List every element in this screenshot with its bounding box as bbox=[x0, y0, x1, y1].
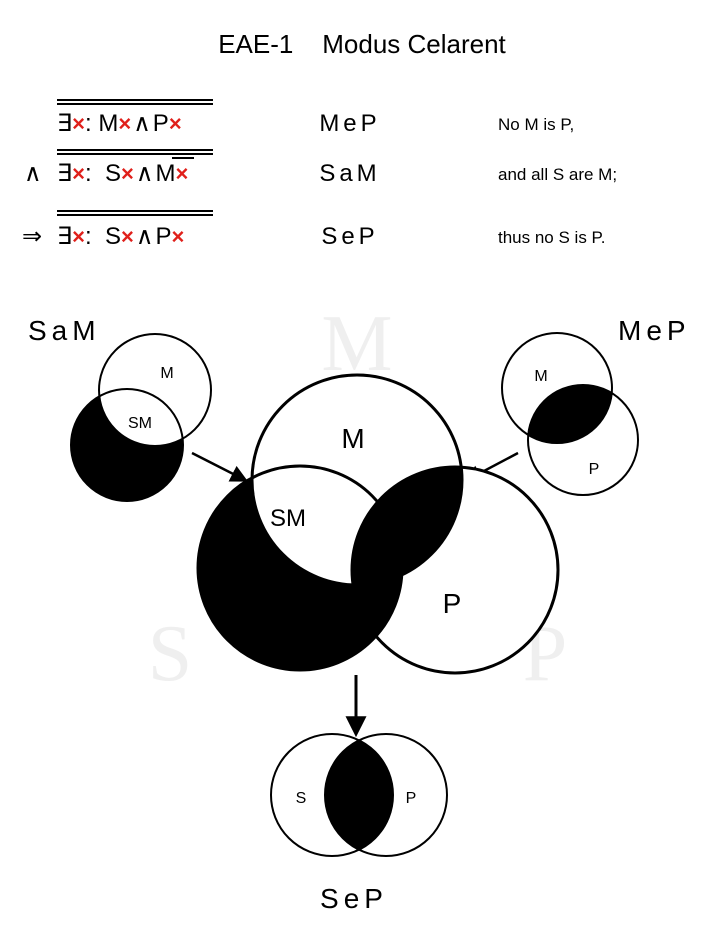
variable-cross-mark: × bbox=[121, 224, 134, 249]
ghost-letter-s: S bbox=[148, 610, 193, 698]
label-sam: SaM bbox=[28, 315, 101, 346]
formula-row-major: ∃×: M×∧P× MeP No M is P, bbox=[57, 99, 574, 137]
svg-text:∃×: S×∧P×: ∃×: S×∧P× bbox=[57, 223, 184, 250]
and-prefix: ∧ bbox=[24, 160, 42, 187]
code-sam: SaM bbox=[319, 160, 380, 187]
arrow-left-into-main bbox=[191, 451, 249, 482]
code-sep: SeP bbox=[321, 223, 378, 250]
main-sm-label: SM bbox=[270, 505, 306, 532]
variable-cross-mark: × bbox=[172, 224, 185, 249]
small-left-sm-label: SM bbox=[128, 415, 152, 432]
venn-bottom-sep: S P bbox=[270, 733, 448, 857]
main-m-label: M bbox=[341, 423, 364, 454]
venn-main: M SM P bbox=[196, 373, 560, 675]
venn-small-sam: M SM bbox=[70, 333, 212, 502]
implies-prefix: ⇒ bbox=[22, 223, 42, 250]
small-right-m-label: M bbox=[534, 368, 547, 385]
note-conclusion: thus no S is P. bbox=[498, 228, 605, 247]
quantifier-symbol: ∃ bbox=[57, 110, 72, 137]
formula-row-conclusion: ⇒ ∃×: S×∧P× SeP thus no S is P. bbox=[22, 210, 605, 250]
note-minor: and all S are M; bbox=[498, 165, 617, 184]
formula-row-minor: ∧ ∃×: S×∧M× SaM and all S are M; bbox=[24, 149, 617, 187]
small-right-p-label: P bbox=[589, 461, 600, 478]
variable-cross-mark: × bbox=[175, 161, 188, 186]
variable-cross-mark: × bbox=[72, 161, 85, 186]
variable-cross-mark: × bbox=[72, 111, 85, 136]
variable-cross-mark: × bbox=[121, 161, 134, 186]
page-title: EAE-1 Modus Celarent bbox=[218, 29, 506, 59]
bottom-p-label: P bbox=[406, 790, 417, 807]
label-mep: MeP bbox=[618, 315, 691, 346]
main-p-label: P bbox=[443, 588, 462, 619]
venn-small-mep: M P bbox=[501, 332, 639, 496]
label-sep: SeP bbox=[320, 883, 388, 914]
variable-cross-mark: × bbox=[169, 111, 182, 136]
variable-cross-mark: × bbox=[118, 111, 131, 136]
variable-cross-mark: × bbox=[72, 224, 85, 249]
ghost-letter-m: M bbox=[321, 300, 392, 388]
svg-text:∃×: M×∧P×: ∃×: M×∧P× bbox=[57, 110, 182, 137]
small-left-m-label: M bbox=[160, 365, 173, 382]
code-mep: MeP bbox=[319, 110, 380, 137]
svg-text:∃×: S×∧M×: ∃×: S×∧M× bbox=[57, 160, 188, 187]
note-major: No M is P, bbox=[498, 115, 574, 134]
bottom-s-label: S bbox=[296, 790, 307, 807]
